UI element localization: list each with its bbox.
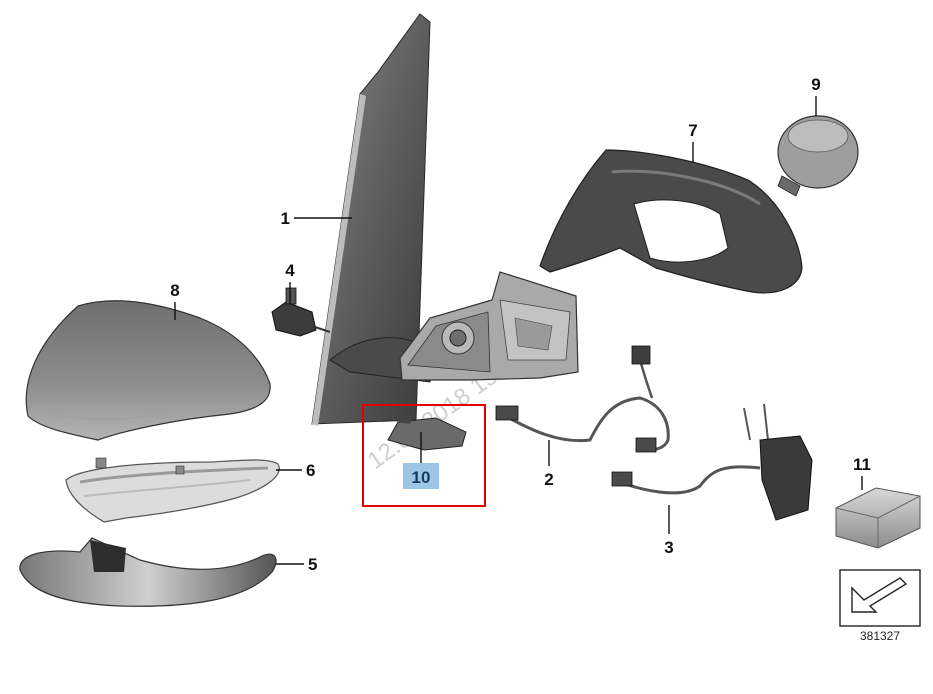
part-drive-motor bbox=[777, 115, 859, 197]
part-kit-box bbox=[835, 487, 921, 549]
part-housing-frame bbox=[539, 149, 803, 294]
callout-11[interactable]: 11 bbox=[853, 455, 871, 474]
diagram-number: 381327 bbox=[860, 629, 900, 643]
highlight-label[interactable]: 10 bbox=[412, 468, 431, 487]
callout-6[interactable]: 6 bbox=[306, 461, 315, 480]
callout-1[interactable]: 1 bbox=[281, 209, 290, 228]
arrow-icon bbox=[839, 569, 921, 627]
callout-7[interactable]: 7 bbox=[688, 121, 697, 140]
part-mirror-motor bbox=[399, 271, 579, 381]
part-wiring-harness bbox=[495, 345, 670, 453]
part-lower-trim bbox=[19, 537, 277, 607]
part-switch bbox=[271, 287, 331, 337]
callout-4[interactable]: 4 bbox=[285, 261, 295, 280]
highlight-frame bbox=[362, 404, 486, 507]
highlight-label-bg bbox=[403, 463, 439, 489]
callout-3[interactable]: 3 bbox=[664, 538, 673, 557]
part-mirror-base bbox=[311, 13, 433, 426]
callout-9[interactable]: 9 bbox=[811, 75, 820, 94]
callout-2[interactable]: 2 bbox=[544, 470, 553, 489]
part-turn-signal bbox=[65, 457, 280, 523]
callout-5[interactable]: 5 bbox=[308, 555, 317, 574]
callout-8[interactable]: 8 bbox=[170, 281, 179, 300]
part-wiring-module bbox=[611, 403, 813, 521]
part-bracket bbox=[387, 414, 467, 451]
part-mirror-cap bbox=[25, 300, 271, 441]
